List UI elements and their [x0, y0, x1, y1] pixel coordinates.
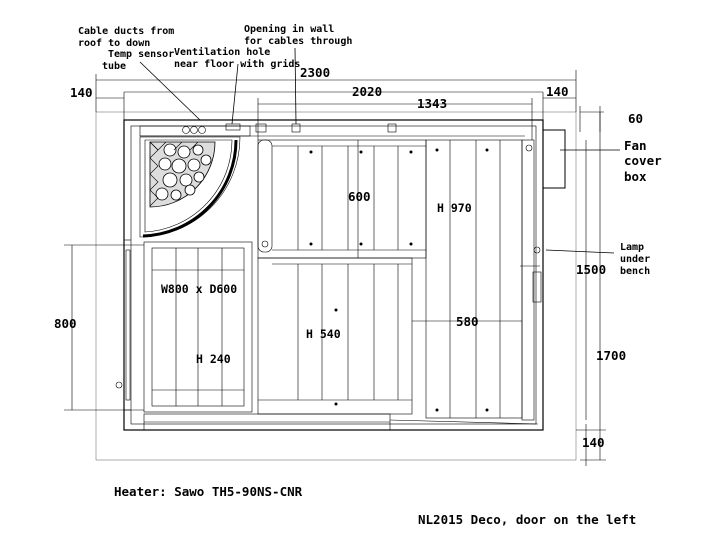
- fan-cover-box: [542, 129, 566, 189]
- dim-140-left: 140: [70, 85, 93, 100]
- label-temp-sensor-2: tube: [102, 61, 126, 72]
- leader-lines: [139, 47, 620, 254]
- label-temp-sensor-1: Temp sensor: [108, 49, 174, 60]
- label-cable-ducts-1: Cable ducts from: [78, 26, 174, 37]
- vent-grid: [225, 123, 241, 131]
- lower-bench: [257, 257, 413, 415]
- upper-bench: [425, 139, 523, 419]
- label-cable-ducts-2: roof to down: [78, 38, 150, 49]
- middle-bench: [257, 139, 427, 259]
- front-glass-panel: [143, 413, 539, 431]
- door-frame-left: [115, 239, 131, 411]
- dim-600: 600: [348, 189, 371, 204]
- label-fan-3: box: [624, 169, 647, 184]
- label-lamp-3: bench: [620, 266, 650, 277]
- floor-outline: [95, 111, 577, 461]
- foot-bench: [143, 241, 253, 413]
- wall-cable-opening: [291, 123, 301, 133]
- label-fan-2: cover: [624, 153, 662, 168]
- dim-800: 800: [54, 316, 77, 331]
- label-h540: H 540: [306, 327, 341, 341]
- dimension-lines: [64, 70, 606, 466]
- dim-1500: 1500: [576, 262, 606, 277]
- lamp-marker: [533, 246, 541, 254]
- dim-1343: 1343: [417, 96, 447, 111]
- label-ventilation-1: Ventilation hole: [174, 46, 270, 58]
- dimension-values: 2300 140 2020 140 1343 60 600 580 800 15…: [54, 65, 643, 450]
- label-bench-size: W800 x D600: [161, 282, 237, 296]
- dim-2020: 2020: [352, 84, 382, 99]
- top-wall-details: [139, 123, 525, 137]
- label-h240: H 240: [196, 352, 231, 366]
- label-wall-opening-1: Opening in wall: [244, 23, 334, 35]
- footer-notes: Heater: Sawo TH5-90NS-CNR NL2015 Deco, d…: [114, 484, 636, 527]
- dim-2300: 2300: [300, 65, 330, 80]
- cable-duct-circle: [190, 126, 198, 134]
- heater-stones: [155, 143, 212, 201]
- dim-140-bottom: 140: [582, 435, 605, 450]
- annotation-labels: Cable ducts from roof to down Temp senso…: [78, 23, 662, 366]
- label-lamp-1: Lamp: [620, 242, 644, 253]
- heater-model-text: Heater: Sawo TH5-90NS-CNR: [114, 484, 303, 499]
- label-lamp-2: under: [620, 254, 650, 265]
- cable-duct-circle: [182, 126, 190, 134]
- label-fan-1: Fan: [624, 138, 647, 153]
- dim-140-right: 140: [546, 84, 569, 99]
- dim-60: 60: [628, 111, 643, 126]
- dim-1700: 1700: [596, 348, 626, 363]
- label-ventilation-2: near floor with grids: [174, 58, 300, 70]
- sauna-model-text: NL2015 Deco, door on the left: [418, 512, 636, 527]
- label-h970: H 970: [437, 201, 472, 215]
- cable-duct-circle: [198, 126, 206, 134]
- dim-580: 580: [456, 314, 479, 329]
- label-wall-opening-2: for cables through: [244, 36, 352, 47]
- heater-corner: [139, 136, 241, 238]
- bench-support-post: [257, 139, 273, 253]
